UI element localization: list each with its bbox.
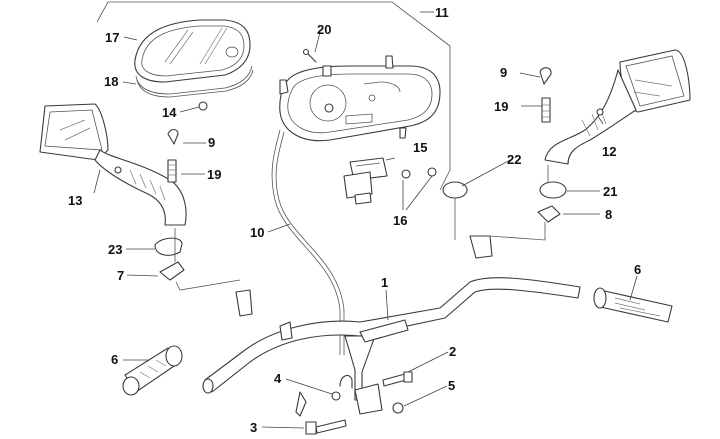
callout-14: 14 bbox=[162, 105, 177, 120]
mirror-cap-left bbox=[167, 128, 179, 183]
nut-4 bbox=[331, 391, 341, 401]
callout-6-right: 6 bbox=[634, 262, 641, 277]
callout-11: 11 bbox=[435, 5, 449, 20]
mirror-right bbox=[544, 49, 691, 165]
bolt-3 bbox=[305, 419, 347, 435]
grip-right bbox=[593, 287, 673, 323]
callout-9-left: 9 bbox=[208, 135, 215, 150]
screw bbox=[302, 48, 317, 63]
callout-20: 20 bbox=[317, 22, 331, 37]
callout-7: 7 bbox=[117, 268, 124, 283]
mirror-mount-right bbox=[537, 205, 561, 223]
bulb bbox=[198, 101, 208, 111]
callout-1: 1 bbox=[381, 275, 388, 290]
callout-3: 3 bbox=[250, 420, 257, 435]
callout-6-left: 6 bbox=[111, 352, 118, 367]
callout-5: 5 bbox=[448, 378, 455, 393]
grip-left bbox=[122, 345, 183, 396]
mirror-cover-left bbox=[154, 237, 183, 256]
callout-13: 13 bbox=[68, 193, 82, 208]
callout-19-right: 19 bbox=[494, 99, 508, 114]
callout-15: 15 bbox=[413, 140, 427, 155]
gasket bbox=[135, 65, 254, 98]
callout-22: 22 bbox=[507, 152, 521, 167]
callout-16: 16 bbox=[393, 213, 407, 228]
callout-19-left: 19 bbox=[207, 167, 221, 182]
instrument-cluster bbox=[279, 55, 441, 142]
nut-5 bbox=[392, 402, 404, 414]
callout-17: 17 bbox=[105, 30, 119, 45]
callout-8: 8 bbox=[605, 207, 612, 222]
speedometer-cable bbox=[271, 129, 341, 355]
mirror-cover-right bbox=[539, 181, 567, 199]
mirror-left bbox=[39, 103, 187, 226]
callout-12: 12 bbox=[602, 144, 616, 159]
callout-21: 21 bbox=[603, 184, 617, 199]
callout-23: 23 bbox=[108, 242, 122, 257]
handlebar bbox=[202, 235, 581, 415]
indicator-bulb-1 bbox=[401, 169, 411, 179]
switch-block bbox=[343, 157, 388, 205]
callout-18: 18 bbox=[104, 74, 118, 89]
indicator-bulb-2 bbox=[427, 167, 437, 177]
callout-4: 4 bbox=[274, 371, 282, 386]
mirror-cap-right bbox=[539, 67, 552, 123]
callout-10: 10 bbox=[250, 225, 264, 240]
bolt-2 bbox=[382, 371, 413, 387]
plate bbox=[442, 181, 468, 199]
mirror-mount-left bbox=[159, 261, 185, 281]
assembly-11-bracket bbox=[96, 1, 451, 191]
callout-9-right: 9 bbox=[500, 65, 507, 80]
leader-lines bbox=[93, 11, 638, 429]
callout-2: 2 bbox=[449, 344, 456, 359]
instrument-lens bbox=[134, 19, 251, 83]
